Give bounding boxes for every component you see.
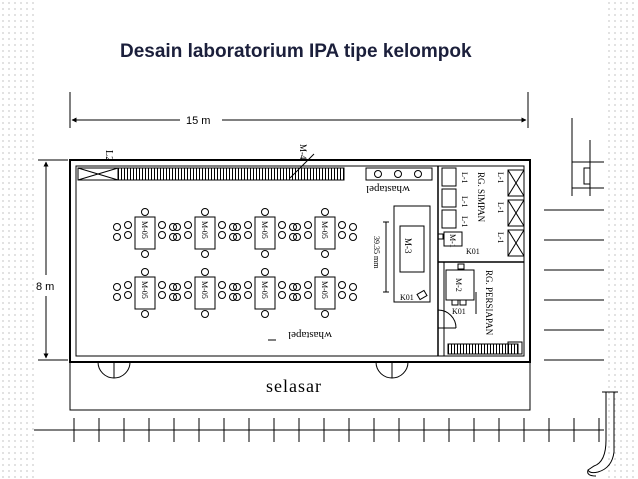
label-m1: M-1: [448, 234, 457, 248]
sink-bottom-label: whastapel: [288, 329, 332, 341]
label-l1-e: L-1: [496, 202, 505, 214]
corridor-label: selasar: [266, 376, 322, 396]
dimension-8m: [38, 159, 68, 361]
label-m3-dim: 39.35 mm: [372, 236, 381, 269]
label-l1-a: L-1: [460, 172, 469, 184]
dimension-8m-label: 8 m: [36, 281, 54, 293]
group-table-5: M-05: [113, 268, 177, 318]
door-prep: [437, 309, 457, 329]
group-table-8: M-05: [293, 268, 357, 318]
prep-label: RG. PERSIAPAN: [484, 270, 494, 336]
group-table-label: M-05: [320, 281, 329, 299]
storage-label: RG. SIMPAN: [476, 172, 486, 223]
door-left: [97, 361, 131, 379]
label-k01-demo: K01: [400, 293, 414, 302]
label-k01-storage: K01: [466, 247, 480, 256]
outside-ground: [34, 118, 604, 442]
storage-room: [437, 167, 525, 257]
group-table-3: M-05: [233, 208, 297, 258]
label-l1-c: L-1: [460, 216, 469, 228]
group-table-label: M-05: [140, 281, 149, 299]
group-table-label: M-05: [200, 281, 209, 299]
group-table-6: M-05: [173, 268, 237, 318]
group-table-label: M-05: [200, 221, 209, 239]
faucet-icon: [587, 391, 618, 477]
label-m3: M-3: [403, 238, 413, 254]
dimension-15m-label: 15 m: [186, 115, 210, 127]
label-l1-d: L-1: [496, 172, 505, 184]
group-table-label: M-05: [260, 281, 269, 299]
group-table-2: M-05: [173, 208, 237, 258]
sink-top-label: whastapel: [366, 183, 410, 195]
prep-room: [445, 263, 523, 355]
dimension-15m: [69, 92, 529, 128]
label-l2: L2: [103, 150, 114, 161]
corridor: [69, 361, 531, 411]
sink-top: [365, 167, 433, 181]
group-table-4: M-05: [293, 208, 357, 258]
group-table-7: M-05: [233, 268, 297, 318]
label-l1-b: L-1: [460, 196, 469, 208]
group-table-label: M-05: [320, 221, 329, 239]
group-table-label: M-05: [140, 221, 149, 239]
label-k01-prep: K01: [452, 307, 466, 316]
label-m4: M-4: [298, 144, 308, 160]
group-table-label: M-05: [260, 221, 269, 239]
slide-title: Desain laboratorium IPA tipe kelompok: [120, 41, 472, 62]
group-table-1: M-05: [113, 208, 177, 258]
demo-table: [383, 205, 431, 303]
label-m2: M-2: [454, 278, 463, 292]
top-cabinet: [77, 153, 345, 181]
label-l1-f: L-1: [496, 232, 505, 244]
door-right: [375, 361, 409, 379]
